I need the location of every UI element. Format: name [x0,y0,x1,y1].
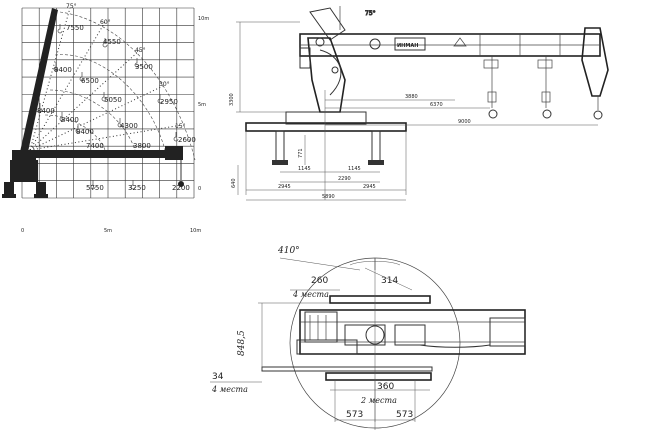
hook-icons [37,24,179,190]
dim-640: 640 [231,178,237,188]
angle-label-45: 45° [135,47,146,54]
angle-label-30: 30° [159,81,170,88]
load-label: 8400 [76,128,94,136]
crane-boom-horizontal [15,146,184,187]
x-axis-label-left: 0 [21,228,24,234]
dim-1145-right: 1145 [348,166,361,172]
load-label: 4300 [120,122,138,130]
y-axis-label-mid: 5m [198,102,206,108]
angle-label-75: 75° [66,3,77,10]
raised-boom: 75° [309,6,376,41]
side-dims: 3880 6370 9000 771 640 1145 1145 2290 29… [231,90,598,201]
dim-360: 360 [377,382,394,392]
dim-2945-right: 2945 [363,184,376,190]
angle-label-15: 15° [175,123,186,130]
load-chart: 75° 60° 45° 30° 15° 7550 4550 8400 6500 … [2,3,209,234]
dim-34: 34 [212,372,224,382]
crane-base [2,160,48,198]
dim-848: 848,5 [237,330,247,356]
top-plate [329,295,431,304]
dim-3300: 3300 [229,93,235,106]
swing-angle-label: 410° [277,246,300,256]
dim-6370: 6370 [430,102,443,108]
dim-260: 260 [311,276,328,286]
load-label: 3800 [133,142,151,150]
dim-573-right: 573 [396,410,413,420]
side-view: 3300 ИНМАН [229,6,609,201]
reach-arcs [44,11,196,161]
dim-2290: 2290 [338,176,351,182]
side-angle-label: 75° [365,10,376,17]
load-label: 2600 [178,136,196,144]
dim-5890: 5890 [322,194,335,200]
brand-label: ИНМАН [397,43,418,49]
load-label: 2200 [172,184,190,192]
dim-9000: 9000 [458,119,471,125]
places-2: 2 места [360,396,397,405]
x-axis-label-mid: 5m [104,228,112,234]
load-label: 2950 [160,98,178,106]
dim-2945-left: 2945 [278,184,291,190]
dim-314: 314 [381,276,398,286]
y-axis-label-top: 10m [198,16,209,22]
load-chart-grid [21,7,195,199]
angle-label-60: 60° [100,19,111,26]
x-axis-label-right: 10m [190,228,201,234]
load-label: 8400 [54,66,72,74]
hanging-hooks [483,56,553,119]
load-label: 7550 [66,24,84,32]
load-label: 5750 [86,184,104,192]
y-axis-label-bottom: 0 [198,186,201,192]
dim-771: 771 [298,148,304,158]
side-boom: ИНМАН [299,33,601,57]
dim-573-left: 573 [346,410,363,420]
dim-3880: 3880 [405,94,418,100]
top-boom [299,309,526,355]
load-label: 7400 [86,142,104,150]
load-label: 5050 [104,96,122,104]
angle-rays [29,7,183,151]
boom-tip [581,27,609,120]
crane-boom-raised [12,8,58,160]
load-label: 6500 [81,77,99,85]
load-label: 3250 [128,184,146,192]
bottom-plate [325,372,432,381]
left-cylinder [296,339,358,355]
base-platform [245,111,407,195]
top-view: 410° 260 4 места 314 848,5 34 4 [210,246,526,430]
load-label: 3500 [135,63,153,71]
load-label: 8400 [61,116,79,124]
load-label: 4550 [103,38,121,46]
hydraulic-valve [304,311,338,343]
crane-column [299,37,346,113]
dim-1145-left: 1145 [298,166,311,172]
places-4-top: 4 места [292,290,329,299]
load-label: 8400 [37,107,55,115]
places-4-bottom: 4 места [211,385,248,394]
